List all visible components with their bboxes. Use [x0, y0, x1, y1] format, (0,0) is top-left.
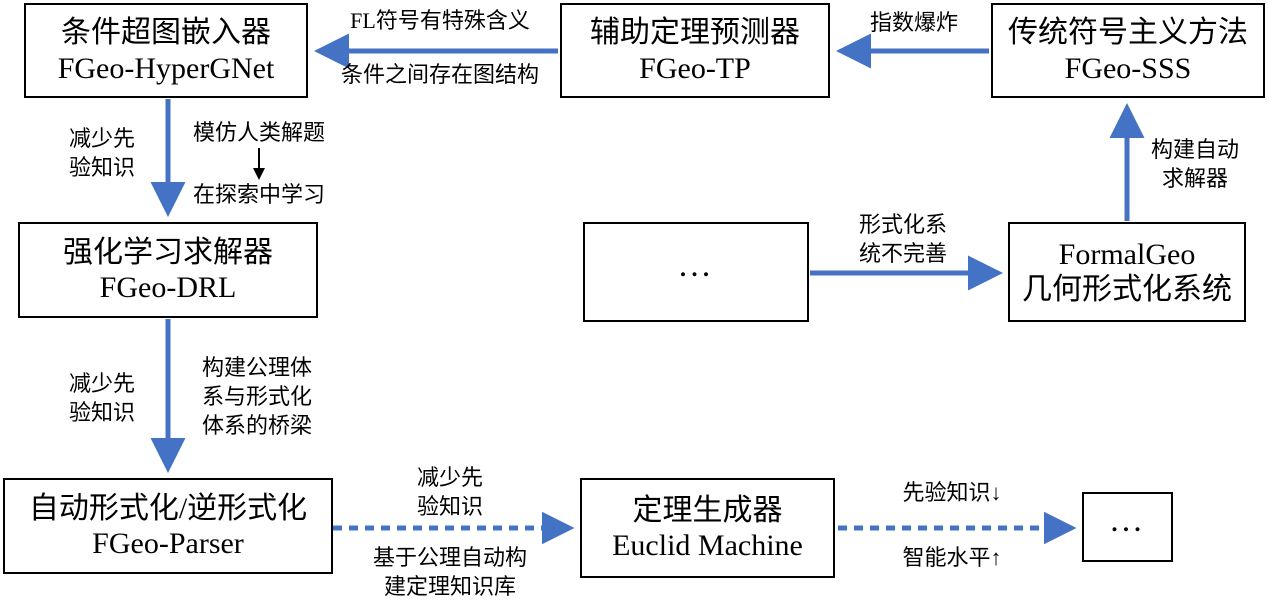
edge-label-parser-to-euclid-above-1: 减少先	[416, 465, 484, 490]
node-ellipsis-right-dots: ...	[1110, 502, 1145, 539]
node-fgeo-sss[interactable]: 传统符号主义方法 FGeo-SSS	[991, 3, 1265, 98]
node-ellipsis-middle[interactable]: ...	[583, 222, 809, 322]
node-ellipsis-right[interactable]: ...	[1082, 492, 1173, 562]
node-fgeo-sss-line2: FGeo-SSS	[1064, 51, 1192, 85]
edge-label-hypergnet-to-drl-right-2: 在探索中学习	[192, 182, 326, 207]
node-fgeo-drl-line1: 强化学习求解器	[63, 235, 273, 269]
node-fgeo-parser[interactable]: 自动形式化/逆形式化 FGeo-Parser	[3, 478, 333, 574]
node-hypergnet-line2: FGeo-HyperGNet	[57, 51, 275, 85]
edge-label-formalgeo-to-sss-1: 构建自动	[1150, 137, 1240, 162]
edge-label-tp-to-hypergnet-below: 条件之间存在图结构	[340, 62, 540, 87]
node-formalgeo[interactable]: FormalGeo 几何形式化系统	[1008, 222, 1246, 322]
node-fgeo-parser-line2: FGeo-Parser	[92, 527, 244, 560]
edge-label-euclid-to-ellipsis-above: 先验知识↓	[902, 480, 1002, 505]
edge-label-euclid-to-ellipsis-below: 智能水平↑	[902, 545, 1002, 570]
inline-down-arrow-icon	[253, 148, 265, 180]
node-euclid-machine[interactable]: 定理生成器 Euclid Machine	[580, 478, 835, 578]
node-euclid-machine-line1: 定理生成器	[632, 493, 783, 527]
node-fgeo-parser-line1: 自动形式化/逆形式化	[28, 491, 308, 525]
node-fgeo-tp[interactable]: 辅助定理预测器 FGeo-TP	[560, 3, 830, 98]
node-formalgeo-line1: FormalGeo	[1058, 237, 1196, 271]
node-fgeo-drl-line2: FGeo-DRL	[99, 271, 237, 304]
edge-label-ellipsis-to-formalgeo-2: 统不完善	[858, 241, 948, 266]
edge-label-parser-to-euclid-below-1: 基于公理自动构	[372, 545, 528, 570]
edge-label-drl-to-parser-left-1: 减少先	[68, 371, 136, 396]
node-fgeo-tp-line2: FGeo-TP	[639, 51, 751, 85]
edge-label-parser-to-euclid-below-2: 建定理知识库	[383, 574, 517, 599]
node-ellipsis-middle-dots: ...	[678, 247, 714, 284]
edge-label-drl-to-parser-right-2: 系与形式化	[201, 384, 313, 409]
edge-label-hypergnet-to-drl-left-1: 减少先	[68, 126, 136, 151]
node-hypergnet-line1: 条件超图嵌入器	[61, 16, 271, 50]
edge-label-tp-to-hypergnet-above: FL符号有特殊含义	[350, 8, 530, 33]
edge-label-hypergnet-to-drl-right-1: 模仿人类解题	[192, 120, 326, 145]
node-fgeo-sss-line1: 传统符号主义方法	[1008, 16, 1248, 50]
node-formalgeo-line2: 几何形式化系统	[1022, 273, 1232, 306]
edge-label-formalgeo-to-sss-2: 求解器	[1161, 166, 1229, 191]
edge-label-sss-to-tp: 指数爆炸	[869, 10, 959, 35]
node-hypergnet[interactable]: 条件超图嵌入器 FGeo-HyperGNet	[24, 3, 308, 98]
edge-label-drl-to-parser-right-3: 体系的桥梁	[201, 413, 313, 438]
edge-label-parser-to-euclid-above-2: 验知识	[416, 494, 484, 519]
edge-label-ellipsis-to-formalgeo-1: 形式化系	[858, 212, 948, 237]
node-fgeo-tp-line1: 辅助定理预测器	[590, 16, 800, 50]
edge-label-drl-to-parser-left-2: 验知识	[68, 400, 136, 425]
node-euclid-machine-line2: Euclid Machine	[612, 529, 803, 562]
node-fgeo-drl[interactable]: 强化学习求解器 FGeo-DRL	[18, 222, 318, 318]
edge-label-hypergnet-to-drl-left-2: 验知识	[68, 155, 136, 180]
edge-label-drl-to-parser-right-1: 构建公理体	[201, 355, 313, 380]
